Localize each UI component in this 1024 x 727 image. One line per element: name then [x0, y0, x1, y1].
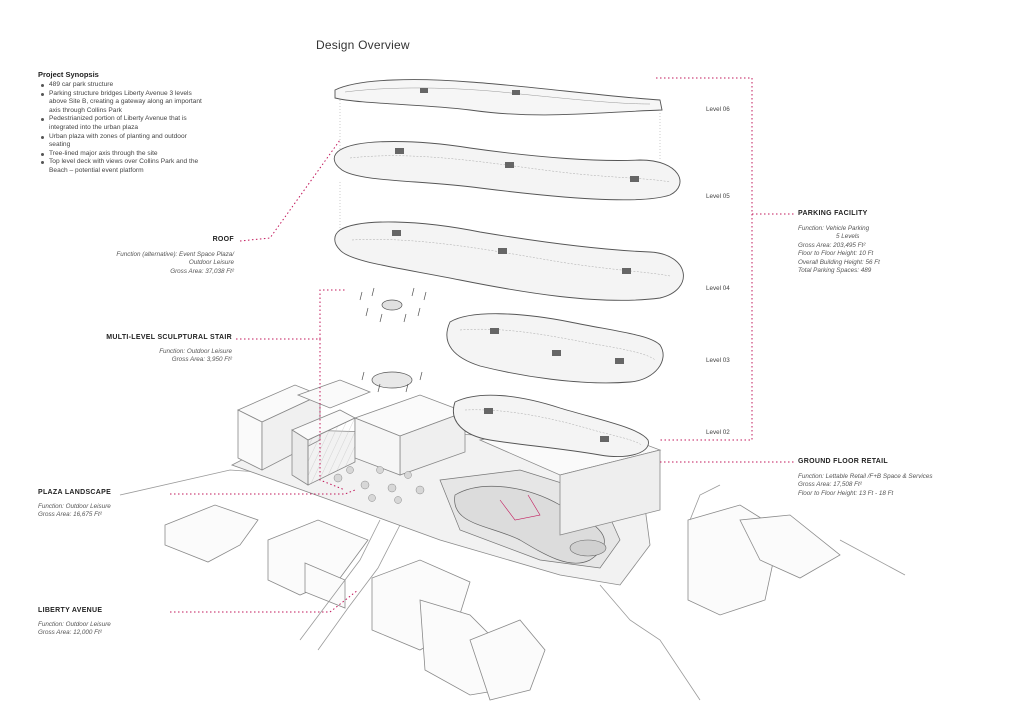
roof-detail: Function (alternative): Event Space Plaz… [116, 251, 234, 258]
list-item-continued: Beach – potential event platform [49, 166, 144, 174]
deck-level-04 [334, 221, 684, 301]
leader-lines [170, 77, 795, 613]
level-label-03: Level 03 [706, 357, 730, 364]
list-item-continued: above Site B, creating a gateway along a… [49, 98, 202, 106]
parking-detail: Overall Building Height: 56 Ft [798, 258, 880, 266]
deck-level-06 [334, 79, 663, 116]
list-item: Urban plaza with zones of planting and o… [41, 133, 288, 142]
stair-callout: MULTI-LEVEL SCULPTURAL STAIR Function: O… [2, 334, 232, 365]
list-item: Parking structure bridges Liberty Avenue… [41, 90, 288, 99]
context-block [469, 619, 546, 701]
deck-level-05 [333, 141, 681, 201]
context-block [304, 562, 346, 609]
list-item-continued: axis through Collins Park [49, 106, 122, 114]
deck-level-03 [446, 313, 664, 384]
sculptural-stair [359, 287, 427, 393]
synopsis-list: 489 car park structure Parking structure… [38, 81, 288, 176]
roof-detail: Outdoor Leisure [188, 259, 234, 267]
plaza-detail: Function: Outdoor Leisure [38, 503, 111, 510]
parking-detail: Function: Vehicle Parking [798, 225, 870, 232]
list-item-continued: integrated into the urban plaza [49, 123, 139, 131]
page-title: Design Overview [316, 38, 410, 52]
parking-detail: Total Parking Spaces: 489 [798, 267, 872, 275]
level-label-06: Level 06 [706, 106, 730, 113]
roof-callout: ROOF Function (alternative): Event Space… [4, 236, 234, 276]
context-buildings [164, 504, 841, 701]
level-label-02: Level 02 [706, 429, 730, 436]
stair-detail: Function: Outdoor Leisure [159, 348, 232, 355]
liberty-detail: Gross Area: 12,000 Ft² [38, 629, 102, 637]
list-item: 489 car park structure [41, 81, 288, 90]
list-item: Top level deck with views over Collins P… [41, 158, 288, 167]
retail-detail: Gross Area: 17,508 Ft² [798, 481, 862, 489]
liberty-callout: LIBERTY AVENUE Function: Outdoor Leisure… [38, 607, 111, 638]
riser-lines [339, 100, 661, 230]
level-label-05: Level 05 [706, 193, 730, 200]
deck-level-02 [453, 394, 649, 457]
stair-label: MULTI-LEVEL SCULPTURAL STAIR [106, 334, 232, 341]
stair-detail: Gross Area: 3,950 Ft² [171, 356, 232, 364]
plaza-label: PLAZA LANDSCAPE [38, 489, 112, 496]
context-block [164, 504, 259, 563]
parking-detail: 5 Levels [836, 233, 860, 241]
parking-label: PARKING FACILITY [798, 210, 868, 217]
roof-detail: Gross Area: 37,038 Ft² [170, 267, 234, 275]
plaza-callout: PLAZA LANDSCAPE Function: Outdoor Leisur… [38, 489, 111, 520]
list-item: Tree-lined major axis through the site [41, 150, 288, 159]
roof-label: ROOF [212, 236, 234, 243]
liberty-detail: Function: Outdoor Leisure [38, 621, 111, 628]
parking-callout: PARKING FACILITY Function: Vehicle Parki… [798, 210, 1008, 275]
synopsis-heading: Project Synopsis [38, 70, 99, 79]
parking-detail: Floor to Floor Height: 10 Ft [798, 250, 874, 258]
roads [119, 469, 906, 701]
parking-decks [333, 79, 684, 457]
retail-detail: Function: Lettable Retail /F+B Space & S… [798, 473, 933, 480]
parking-detail: Gross Area: 203,495 Ft² [798, 241, 866, 249]
plaza-detail: Gross Area: 16,675 Ft² [38, 511, 102, 519]
context-block [739, 514, 841, 579]
list-item: Pedestrianized portion of Liberty Avenue… [41, 115, 288, 124]
plaza-trees [333, 466, 425, 504]
retail-callout: GROUND FLOOR RETAIL Function: Lettable R… [798, 458, 1008, 498]
retail-label: GROUND FLOOR RETAIL [798, 458, 888, 465]
retail-detail: Floor to Floor Height: 13 Ft - 18 Ft [798, 489, 894, 497]
project-synopsis: Project Synopsis 489 car park structure … [38, 70, 288, 176]
list-item-continued: seating [49, 141, 71, 149]
liberty-label: LIBERTY AVENUE [38, 607, 103, 614]
level-label-04: Level 04 [706, 285, 730, 292]
